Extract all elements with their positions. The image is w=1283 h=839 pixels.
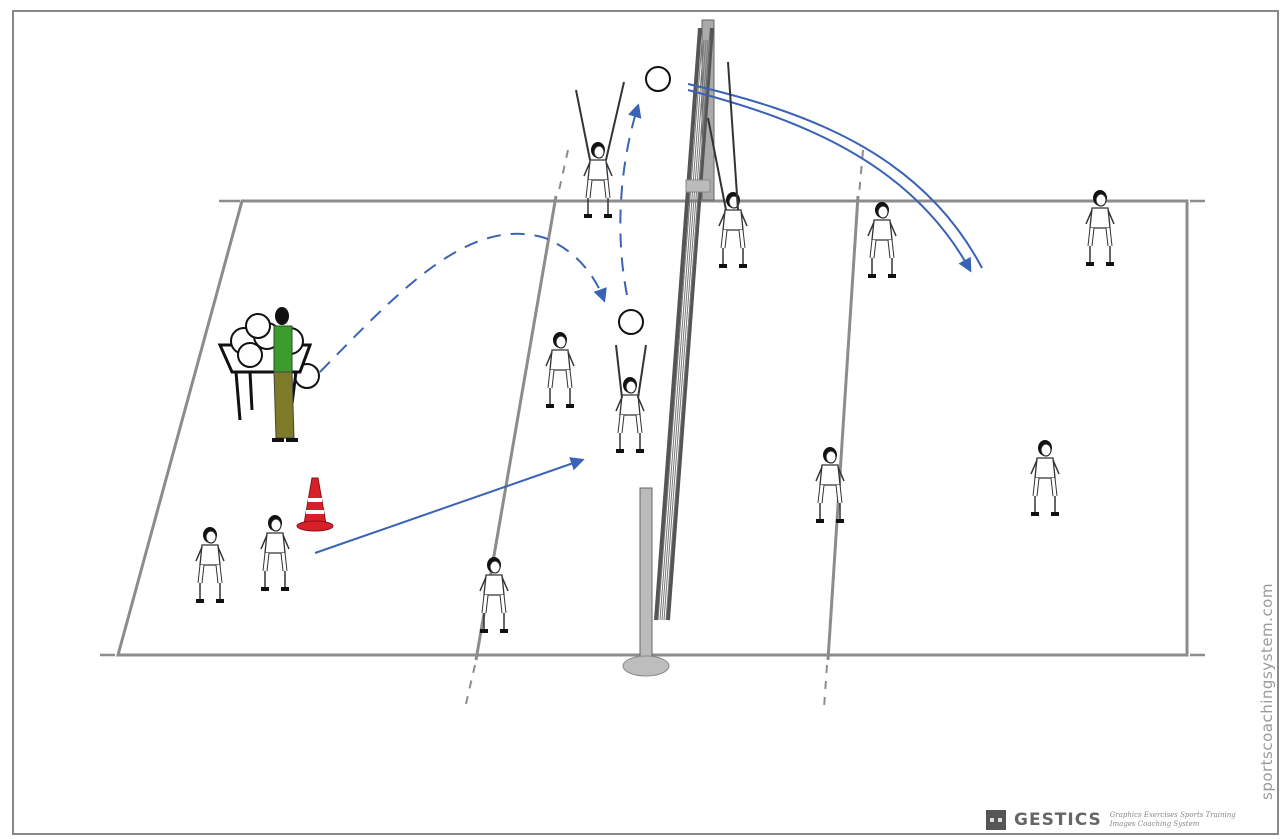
- brand-footer: GESTICS Graphics Exercises Sports Traini…: [986, 810, 1236, 830]
- site-watermark: sportscoachingsystem.com: [1258, 583, 1276, 800]
- player-running: [480, 557, 508, 631]
- volleyball-net: [623, 20, 714, 676]
- player-waiting: [261, 515, 289, 589]
- brand-tagline-line2: Images Coaching System: [1110, 820, 1236, 829]
- player-running: [546, 332, 574, 406]
- player-blocker: [719, 192, 747, 266]
- ball-icon: [646, 67, 670, 91]
- ball-cart-icon: [220, 314, 310, 420]
- player-defender: [868, 202, 896, 276]
- brand-tagline-line1: Graphics Exercises Sports Training: [1110, 811, 1236, 820]
- brand-tagline: Graphics Exercises Sports Training Image…: [1110, 811, 1236, 829]
- cone-icon: [297, 478, 333, 531]
- attack-line-right: [824, 150, 863, 708]
- brand-name: GESTICS: [1014, 810, 1102, 830]
- player-waiting: [196, 527, 224, 601]
- arrow-run-in: [315, 460, 582, 553]
- ball-icon: [619, 310, 643, 334]
- player-defender: [1031, 440, 1059, 514]
- players: [196, 142, 1114, 631]
- brand-logo-icon: [986, 810, 1006, 830]
